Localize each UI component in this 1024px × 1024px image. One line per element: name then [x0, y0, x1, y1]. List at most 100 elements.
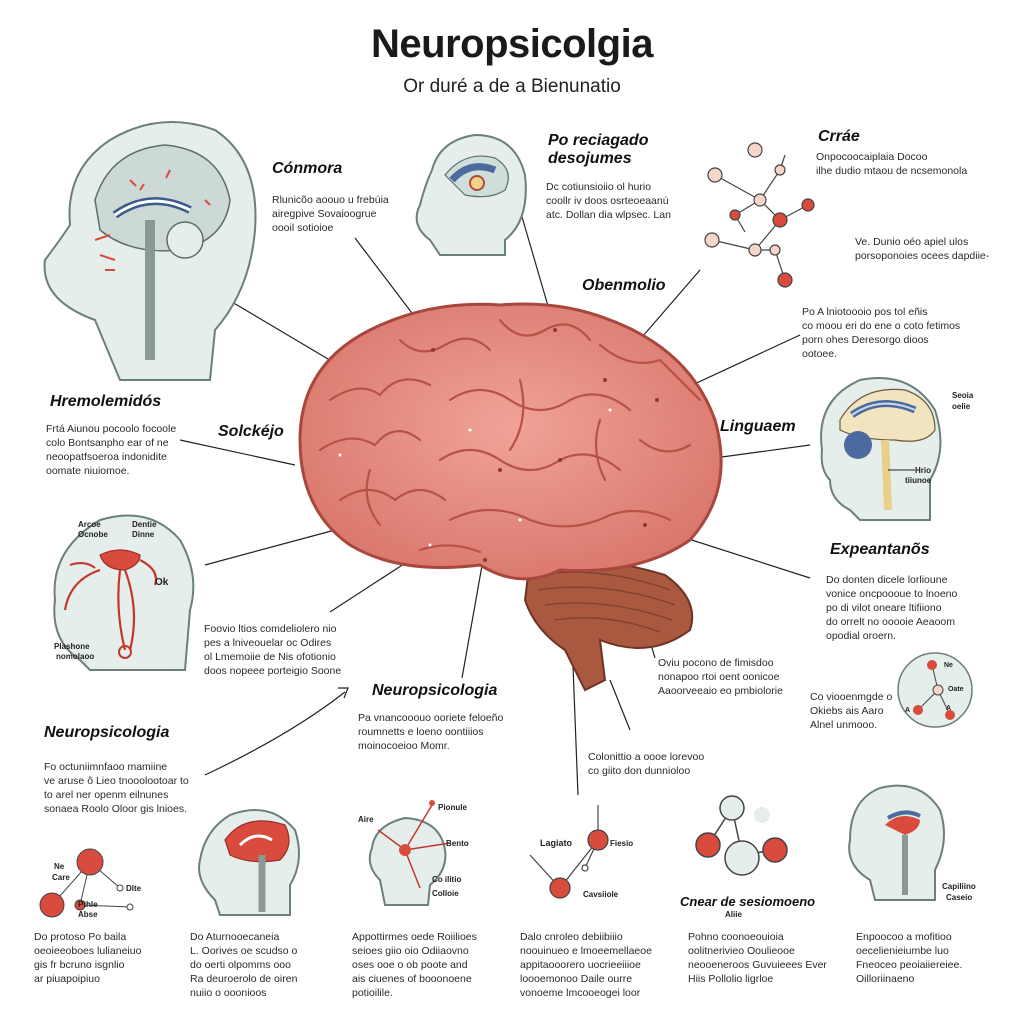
text-line: vonice oncpoooue to lnoeno — [826, 588, 958, 600]
small-label: Lagiato — [540, 838, 573, 848]
text-line: pes a lniveouelar oc Odires — [204, 637, 332, 649]
text-line: Fneoceo peoiaiiereiee. — [856, 959, 963, 971]
small-label: Colloie — [432, 889, 459, 898]
text-line: Pa vnancooouo ooriete feloeño — [358, 712, 504, 724]
head-illustration-bottom-6 — [848, 784, 945, 901]
text-line: ilhe dudio mtaou de ncsemonola — [816, 165, 968, 177]
text-percepcao: Dc cotiunsioiio ol hurio coollr iv doos … — [546, 180, 671, 222]
text-mid-left: Foovio ltios comdeliolero nio pes a lniv… — [204, 622, 341, 678]
text-line: oolitnerivieo Ooulieooe — [688, 945, 795, 957]
text-line: Appottirmes oede Roiilioes — [352, 931, 477, 943]
text-line: atc. Dollan dia wlpsec. Lan — [546, 209, 671, 221]
small-label: A — [946, 705, 952, 712]
text-bottom-2: Do Aturnooecaneia L. Oorives oe scudso o… — [190, 930, 297, 1000]
text-line: ve aruse ô Lieo tnooolootoar to — [44, 775, 189, 787]
head-illustration-bottom-2 — [198, 809, 300, 916]
small-label: Hrio — [915, 466, 931, 475]
text-line: appitaooorero uocrieeiiioe — [520, 959, 641, 971]
small-label: Plashone — [54, 642, 90, 651]
network-bottom-1 — [39, 848, 134, 918]
text-line: Co viooenmgde o — [810, 691, 893, 703]
small-label: Fiesio — [610, 839, 634, 848]
head-illustration-bottom-3 — [368, 800, 451, 906]
small-label: Caseio — [946, 893, 973, 902]
label-neuro-center: Neuropsicologia — [372, 682, 498, 699]
small-label: Care — [52, 873, 70, 882]
network-bottom-5 — [695, 795, 788, 876]
text-line: ol Lmemoiie de Nis ofotionio — [204, 651, 336, 663]
text-right-small: Co viooenmgde o Okiebs ais Aaro Alnel un… — [810, 690, 892, 732]
text-line: Fo octuniimnfaoo mamiine — [44, 761, 168, 773]
text-line: gis fr bcruno isgnlio — [34, 959, 125, 971]
text-line: airegpive Sovaioogrue — [272, 208, 377, 220]
text-line: neoopatfsoeroa indonidite — [46, 451, 167, 463]
text-line: oeoieeoboes lulianeiuo — [34, 945, 142, 957]
text-line: vonoeme lmcooeogei loor — [520, 987, 641, 999]
text-bottom-3: Appottirmes oede Roiilioes seioes giio o… — [352, 930, 477, 1000]
text-line: nonapoo rtoi oent oonicoe — [658, 671, 780, 683]
text-line: do oerti olpomms ooo — [190, 959, 291, 971]
text-line: opodial oroern. — [826, 630, 897, 642]
label-neuro-left: Neuropsicologia — [44, 724, 170, 741]
text-line: nuiio o ooonioos — [190, 987, 267, 999]
network-top-right — [704, 142, 815, 288]
label-hremolemidos: Hremolemidós — [50, 393, 162, 410]
label-solckeijo: Solckéjo — [218, 423, 284, 440]
label-memoria: Cónmora — [272, 160, 343, 177]
text-line: to arel ner openm eilnunes — [44, 789, 169, 801]
network-bottom-4 — [529, 805, 609, 899]
text-line: Oilloriinaeno — [856, 973, 915, 985]
text-line: oses ooe o ob poote and — [352, 959, 468, 971]
text-line: Colonittio a oooe lorevoo — [588, 751, 705, 763]
text-line: Frtá Aiunou pocoolo focoole — [46, 423, 177, 435]
head-illustration-top-middle — [415, 133, 527, 256]
text-line: Ve. Dunio oéo apiel ulos — [855, 236, 969, 248]
text-line: Ra deuroerolo de oiren — [190, 973, 298, 985]
small-label: Aliie — [725, 910, 742, 919]
small-label: Dinne — [132, 530, 155, 539]
small-label: A — [905, 707, 911, 714]
small-label: Pionule — [438, 803, 467, 812]
small-label: Seoia — [952, 391, 974, 400]
text-line: Rlunicõo aoouo u frebúia — [272, 194, 389, 206]
text-line: po di vilot oneare ltifiiono — [826, 602, 942, 614]
page-subtitle: Or duré a de a Bienunatio — [403, 76, 621, 97]
text-line: neooeneroos Guvuieees Ever — [688, 959, 827, 971]
label-creaer: Cnear de sesiomoeno — [680, 894, 816, 909]
label-linguagem: Linguaem — [720, 418, 796, 435]
text-bottom-4: Dalo cnroleo debiibiiio noouinueo e lmoe… — [520, 930, 652, 1000]
label-criar: Crráe — [818, 128, 860, 145]
text-line: ootoee. — [802, 348, 838, 360]
page-title: Neuropsicolgia — [371, 22, 653, 66]
text-line: Foovio ltios comdeliolero nio — [204, 623, 337, 635]
small-label: Oate — [948, 686, 964, 693]
small-label: Dlte — [126, 884, 142, 893]
small-label: Abse — [78, 910, 98, 919]
head-illustration-top-left — [43, 121, 257, 381]
text-line: Hiis Pollolio ligrloe — [688, 973, 774, 985]
small-label: Co ilitio — [432, 875, 462, 884]
small-label: Ne — [944, 662, 953, 669]
text-bottom-center: Colonittio a oooe lorevoo co giito don d… — [588, 750, 704, 778]
head-illustration-right — [820, 377, 942, 521]
label-percepcao: Po reciagado desojumes — [548, 132, 649, 167]
text-line: potioilile. — [352, 987, 393, 999]
small-label: Arcoe — [78, 520, 101, 529]
text-line: moinocoeioo Momr. — [358, 740, 450, 752]
text-line: ar piuapoipiuo — [34, 973, 100, 985]
small-label: Ok — [155, 577, 169, 588]
text-hremolemidos: Frtá Aiunou pocoolo focoole colo Bontsan… — [46, 422, 176, 478]
small-label: oelie — [952, 402, 971, 411]
text-line: oecelienieiumbe luo — [856, 945, 949, 957]
circle-network-right — [897, 652, 973, 728]
small-label: Bento — [446, 839, 469, 848]
text-line: Po A lniotoooio pos tol eñis — [802, 306, 928, 318]
small-label: Ne — [54, 862, 65, 871]
text-left: Fo octuniimnfaoo mamiine ve aruse ô Lieo… — [44, 760, 189, 816]
small-label: Pthle — [78, 900, 98, 909]
text-line: Do donten dicele lorlioune — [826, 574, 948, 586]
text-line: Do protoso Po baila — [34, 931, 127, 943]
text-line: seioes giio oio Odiiaovno — [352, 945, 469, 957]
central-brain — [298, 302, 723, 692]
